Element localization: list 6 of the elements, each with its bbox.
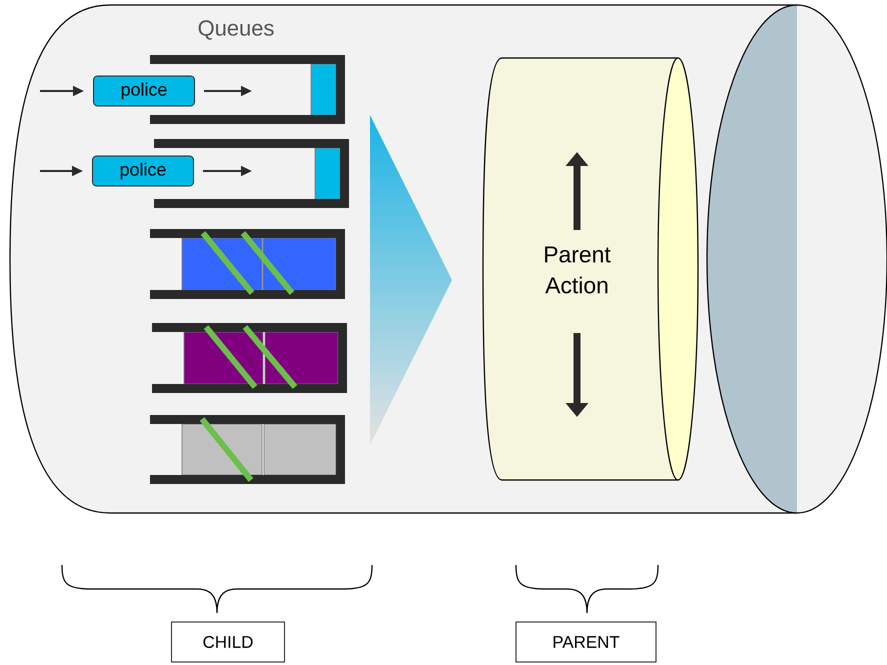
heading: Queues xyxy=(198,20,274,40)
police-box: police xyxy=(93,76,195,106)
label-box: PARENT xyxy=(516,622,656,662)
label-box: CHILD xyxy=(171,622,285,662)
police-box: police xyxy=(92,156,194,186)
cylinder: Parent Action xyxy=(482,57,699,481)
